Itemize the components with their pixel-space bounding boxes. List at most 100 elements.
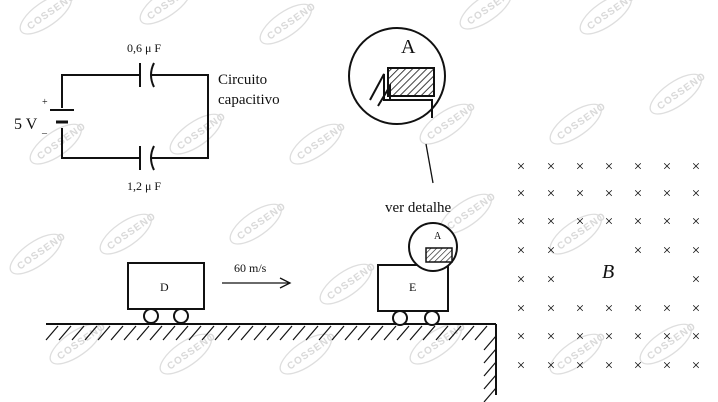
cart-d: D bbox=[127, 262, 205, 324]
floor-hatch-line bbox=[188, 325, 202, 341]
watermark-logo: COSSENO bbox=[579, 0, 638, 35]
field-cross: × bbox=[517, 214, 525, 230]
field-cross: × bbox=[605, 301, 613, 317]
field-cross: × bbox=[517, 243, 525, 259]
field-cross: × bbox=[692, 329, 700, 345]
field-cross: × bbox=[663, 243, 671, 259]
floor-hatch-line bbox=[357, 325, 371, 341]
floor-hatch-line bbox=[279, 325, 293, 341]
watermark-logo: COSSENO bbox=[459, 0, 518, 30]
magnified-hatched-block bbox=[387, 67, 435, 97]
field-cross: × bbox=[517, 329, 525, 345]
battery-minus-sign: – bbox=[41, 128, 48, 139]
svg-text:COSSENO: COSSENO bbox=[585, 0, 638, 32]
floor-hatch-line bbox=[435, 325, 449, 341]
field-cross: × bbox=[692, 358, 700, 374]
battery-voltage-label: 5 V bbox=[14, 116, 38, 133]
field-cross: × bbox=[576, 358, 584, 374]
watermark-logo: COSSENO bbox=[9, 231, 68, 275]
magnified-bracket-inner bbox=[377, 82, 391, 107]
capacitive-circuit: + – 5 V 0,6 μ F 1,2 μ F Circuito capacit… bbox=[14, 41, 280, 193]
floor-hatch-line bbox=[136, 325, 150, 341]
floor-hatch-line bbox=[253, 325, 267, 341]
watermark-logo: COSSENO bbox=[419, 101, 478, 145]
cart-d-wheel-left bbox=[143, 308, 159, 324]
detail-magnifier: A bbox=[348, 27, 446, 184]
magnifier-leader-line bbox=[425, 143, 434, 184]
field-cross: × bbox=[663, 186, 671, 202]
floor-hatch-line bbox=[58, 325, 72, 341]
field-cross: × bbox=[634, 329, 642, 345]
field-cross: × bbox=[634, 159, 642, 175]
capacitor-bottom-label: 1,2 μ F bbox=[127, 179, 161, 193]
capacitor-top-label: 0,6 μ F bbox=[127, 41, 161, 55]
floor-hatch-line bbox=[461, 325, 475, 341]
detail-caption: ver detalhe bbox=[385, 200, 452, 216]
floor-hatch-line bbox=[474, 325, 488, 341]
wall-hatch-line bbox=[483, 335, 497, 351]
circuit-title-line2: capacitivo bbox=[218, 92, 280, 108]
field-cross: × bbox=[576, 186, 584, 202]
watermark-logo: COSSENO bbox=[649, 71, 708, 115]
capacitor-bottom-plate-right bbox=[150, 145, 155, 171]
wall-hatch-line bbox=[483, 387, 497, 402]
floor-hatch-line bbox=[292, 325, 306, 341]
floor-hatch-line bbox=[396, 325, 410, 341]
cart-e-body bbox=[377, 264, 449, 312]
magnified-bracket bbox=[369, 73, 433, 118]
floor-hatch-line bbox=[370, 325, 384, 341]
cart-d-wheel-right bbox=[173, 308, 189, 324]
floor-hatch-line bbox=[227, 325, 241, 341]
floor-hatch-line bbox=[422, 325, 436, 341]
floor-hatch-line bbox=[318, 325, 332, 341]
watermark-logo: COSSENO bbox=[19, 0, 78, 35]
cart-d-label: D bbox=[160, 280, 169, 294]
field-cross: × bbox=[692, 272, 700, 288]
floor-hatch-line bbox=[305, 325, 319, 341]
floor-hatch-line bbox=[97, 325, 111, 341]
cart-e-wheel-right bbox=[424, 310, 440, 326]
field-cross: × bbox=[692, 214, 700, 230]
watermark-logo: COSSENO bbox=[229, 201, 288, 245]
field-cross: × bbox=[517, 159, 525, 175]
floor-hatch-line bbox=[162, 325, 176, 341]
field-cross: × bbox=[663, 358, 671, 374]
floor-hatch-line bbox=[409, 325, 423, 341]
watermark-logo: COSSENO bbox=[549, 101, 608, 145]
watermark-logo: COSSENO bbox=[139, 0, 198, 25]
watermark-logo: COSSENO bbox=[159, 331, 218, 375]
field-cross: × bbox=[692, 186, 700, 202]
field-cross: × bbox=[605, 358, 613, 374]
svg-text:COSSENO: COSSENO bbox=[145, 0, 198, 22]
floor-hatch-line bbox=[383, 325, 397, 341]
floor-hatch-line bbox=[344, 325, 358, 341]
floor-hatch-line bbox=[45, 325, 59, 341]
field-cross: × bbox=[605, 159, 613, 175]
floor-hatch-line bbox=[240, 325, 254, 341]
field-cross: × bbox=[663, 329, 671, 345]
magnetic-field-region: ××××××××××××××××××××××××××××××××××××××××… bbox=[517, 159, 700, 374]
small-detail-label: A bbox=[434, 231, 442, 242]
field-cross: × bbox=[576, 214, 584, 230]
floor-hatch-line bbox=[331, 325, 345, 341]
field-cross: × bbox=[547, 358, 555, 374]
cart-e-wheel-left bbox=[392, 310, 408, 326]
field-cross: × bbox=[663, 159, 671, 175]
field-cross: × bbox=[692, 159, 700, 175]
field-cross: × bbox=[547, 243, 555, 259]
floor-hatch-line bbox=[175, 325, 189, 341]
magnetic-field-symbol: B bbox=[602, 261, 614, 283]
watermark-logo: COSSENO bbox=[259, 1, 318, 45]
field-cross: × bbox=[634, 186, 642, 202]
field-cross: × bbox=[663, 214, 671, 230]
field-cross: × bbox=[692, 301, 700, 317]
circuit-title-line1: Circuito bbox=[218, 72, 267, 88]
svg-text:COSSENO: COSSENO bbox=[25, 0, 78, 32]
floor-hatch-line bbox=[448, 325, 462, 341]
field-cross: × bbox=[692, 243, 700, 259]
field-cross: × bbox=[547, 301, 555, 317]
watermark-logo: COSSENO bbox=[319, 261, 378, 305]
wall-hatch-line bbox=[483, 374, 497, 390]
